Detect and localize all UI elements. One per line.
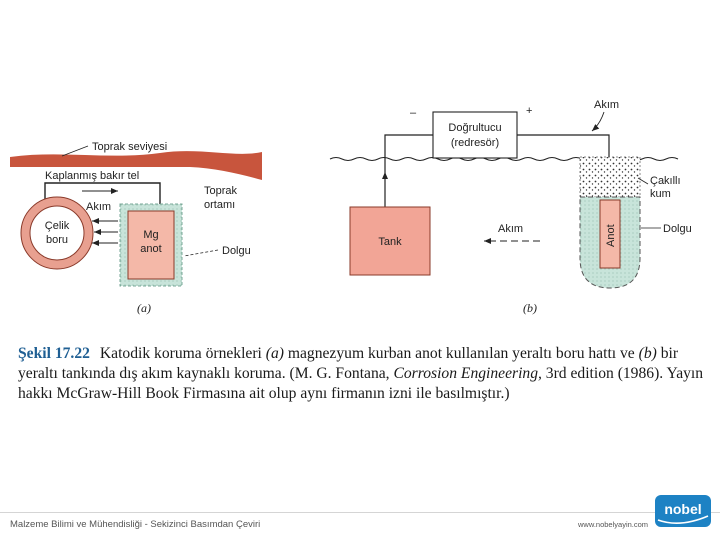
- soil-surface: [10, 151, 262, 180]
- anode-label-a: Mg: [143, 229, 158, 241]
- soil-label: Toprak: [204, 185, 238, 197]
- rectifier-label: Doğrultucu: [448, 122, 501, 134]
- rectifier-box: [432, 111, 518, 159]
- steel-pipe-inner: [29, 205, 85, 261]
- cathodic-protection-diagram: Toprak seviyesi Kaplanmış bakır tel Akım…: [10, 99, 692, 315]
- current-label-mid: Akım: [498, 223, 523, 235]
- caption-text-1: Katodik koruma örnekleri: [99, 345, 266, 362]
- logo-text: nobel: [664, 501, 701, 517]
- panel-a: Toprak seviyesi Kaplanmış bakır tel Akım…: [10, 141, 262, 315]
- panel-b: Doğrultucu (redresör) – + Akım Tank Akım…: [329, 99, 692, 315]
- ground-level-label: Toprak seviyesi: [92, 141, 167, 153]
- current-arrow-top: [591, 111, 605, 132]
- coated-wire-label: Kaplanmış bakır tel: [45, 170, 139, 182]
- negative-wire: [384, 134, 433, 207]
- anode-label-a-2: anot: [140, 243, 161, 255]
- footer-book-title: Malzeme Bilimi ve Mühendisliği - Sekizin…: [10, 519, 261, 530]
- coated-copper-wire: [44, 182, 161, 206]
- pipe-label: Çelik: [45, 220, 70, 232]
- caption-italic-title: Corrosion Engineering,: [393, 365, 542, 382]
- footer-divider: [0, 512, 720, 513]
- pipe-label-2: boru: [46, 234, 68, 246]
- sublabel-a: (a): [137, 301, 151, 315]
- caption-text-4: 3rd edition (1986). Yayın hakkı McGraw-H…: [18, 365, 704, 402]
- backfill-label-b: Dolgu: [663, 223, 692, 235]
- soil-label-2: ortamı: [204, 199, 235, 211]
- mg-anode: [127, 210, 175, 280]
- backfill-leader-a: [183, 249, 219, 257]
- gravel-label: Çakıllı: [650, 175, 681, 187]
- rectifier-label-2: (redresör): [451, 137, 499, 149]
- gravel-label-2: kum: [650, 188, 671, 200]
- caption-text-3: bir yeraltı tankında dış akım kaynaklı k…: [18, 345, 679, 382]
- logo-swoosh: [657, 515, 709, 524]
- minus-label: –: [410, 107, 417, 119]
- caption-italic-a: (a): [265, 345, 284, 362]
- tank-label: Tank: [378, 236, 402, 248]
- plus-label: +: [526, 105, 532, 117]
- sublabel-b: (b): [523, 301, 537, 315]
- backfill-label-a: Dolgu: [222, 245, 251, 257]
- tank: [349, 206, 431, 276]
- ground-level-leader: [61, 145, 89, 157]
- anode-label-b: Anot: [605, 224, 617, 247]
- anode-b: [599, 199, 621, 269]
- current-label-top: Akım: [594, 99, 619, 111]
- footer-url[interactable]: www.nobelyayin.com: [578, 520, 649, 529]
- current-label-a: Akım: [86, 201, 111, 213]
- nobel-logo: nobel: [655, 495, 711, 527]
- gravel-leader: [637, 177, 649, 185]
- caption-italic-b: (b): [638, 345, 657, 362]
- figure-number: Şekil 17.22: [18, 345, 90, 362]
- gravel-fill: [579, 156, 641, 198]
- caption-text-2: magnezyum kurban anot kullanılan yeraltı…: [283, 345, 639, 362]
- logo-background: [655, 495, 711, 527]
